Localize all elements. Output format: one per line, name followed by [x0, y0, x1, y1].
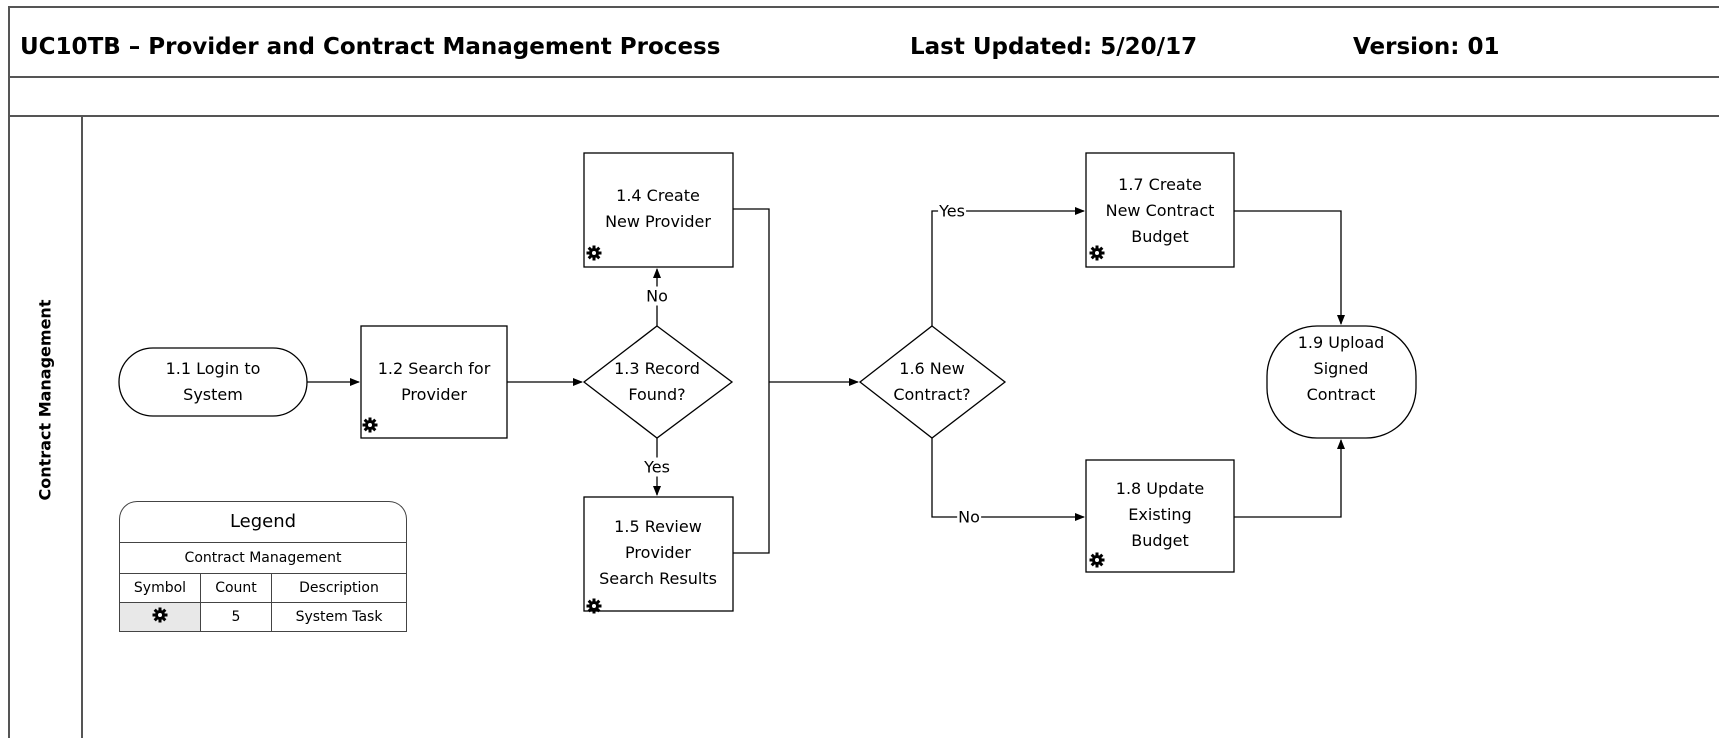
legend-table: Contract Management Symbol Count Descrip…	[119, 542, 407, 632]
edge-1-4-to-merge	[733, 208, 770, 554]
gear-icon	[152, 607, 168, 623]
node-1-9-terminator	[1266, 325, 1417, 439]
legend-subtitle: Contract Management	[119, 542, 407, 574]
node-1-8-process	[1085, 459, 1235, 573]
node-1-2-process	[360, 325, 508, 439]
node-1-5-process	[583, 496, 734, 612]
header-band: UC10TB – Provider and Contract Managemen…	[8, 6, 1719, 78]
version-label: Version: 01	[1353, 34, 1500, 60]
swimlane-header	[8, 115, 83, 738]
edge-1-6-to-1-8	[931, 438, 1085, 521]
edge-label-yes-1-6: Yes	[938, 201, 966, 221]
edge-1-6-to-1-7	[931, 207, 1085, 326]
edge-label-no-1-6: No	[957, 507, 981, 527]
node-1-7-process	[1085, 152, 1235, 268]
diagram-title: UC10TB – Provider and Contract Managemen…	[20, 34, 721, 60]
edge-1-8-to-1-9	[1234, 439, 1345, 518]
node-1-4-process	[583, 152, 734, 268]
edge-label-no-1-3: No	[645, 286, 669, 306]
legend-header-count: Count	[200, 573, 272, 603]
legend: Legend Contract Management Symbol Count …	[119, 501, 407, 632]
swimlane	[8, 115, 1719, 738]
edge-label-yes-1-3: Yes	[643, 457, 671, 477]
legend-description: System Task	[271, 602, 407, 632]
legend-title: Legend	[119, 501, 407, 542]
gear-icon	[586, 245, 602, 261]
legend-header-symbol: Symbol	[119, 573, 201, 603]
legend-symbol-cell	[119, 602, 201, 632]
gear-icon	[1089, 245, 1105, 261]
legend-count: 5	[200, 602, 272, 632]
edge-1-7-to-1-9	[1234, 210, 1345, 325]
last-updated: Last Updated: 5/20/17	[910, 34, 1198, 60]
gear-icon	[362, 417, 378, 433]
legend-header-description: Description	[271, 573, 407, 603]
gear-icon	[1089, 552, 1105, 568]
gear-icon	[586, 598, 602, 614]
